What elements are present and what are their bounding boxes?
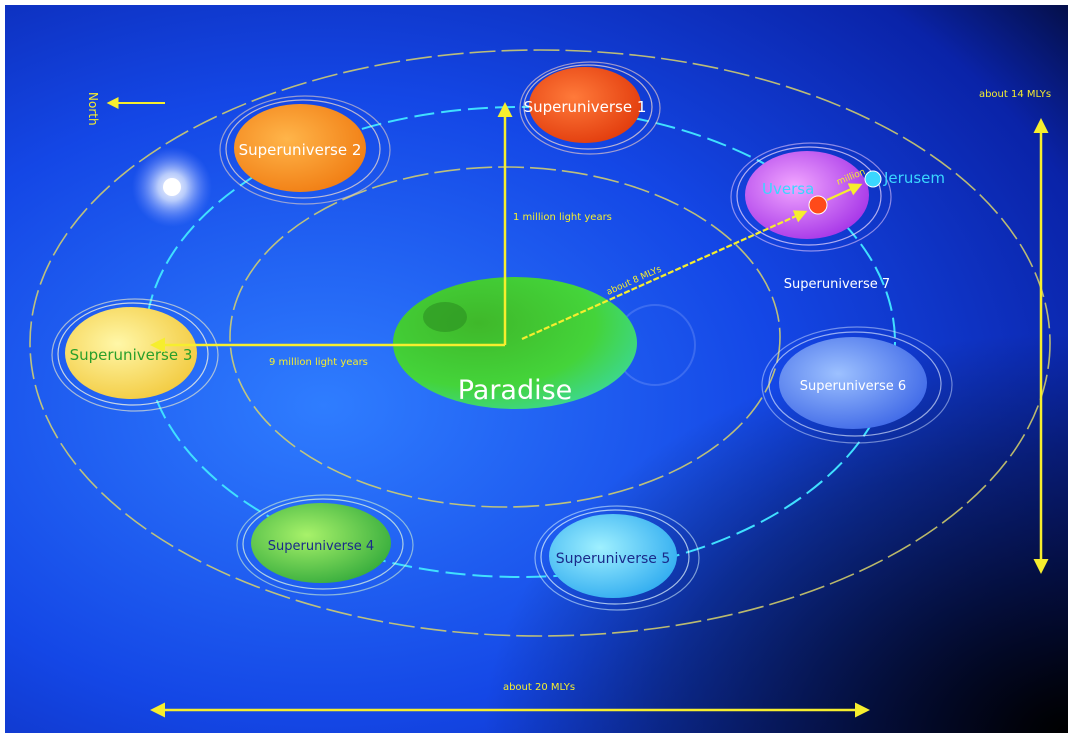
height-dimension-label: about 14 MLYs (979, 89, 1051, 100)
width-dimension-label: about 20 MLYs (503, 682, 575, 693)
superuniverse-7: Superuniverse 7 (730, 142, 892, 292)
uversa-to-jerusem-arrow (826, 183, 863, 202)
superuniverse-5-label: Superuniverse 5 (556, 551, 671, 567)
superuniverse-6-label: Superuniverse 6 (800, 379, 906, 394)
uversa-dot (808, 195, 828, 215)
jerusem-dot (864, 170, 882, 188)
outer-orbit (29, 49, 1051, 637)
sector-3-distance-label: 9 million light years (269, 357, 368, 368)
superuniverse-diagram: Paradise Superuniverse 1 Superuniverse 2… (5, 5, 1068, 733)
superuniverse-3: Superuniverse 3 (51, 298, 219, 412)
superuniverse-4-label: Superuniverse 4 (268, 539, 374, 554)
north-label: North (86, 92, 100, 126)
bright-star-core (163, 178, 181, 196)
superuniverse-1-label: Superuniverse 1 (524, 98, 647, 116)
superuniverse-5: Superuniverse 5 (534, 505, 700, 611)
superuniverse-orbit (144, 106, 896, 578)
diagram-canvas: Paradise Superuniverse 1 Superuniverse 2… (5, 5, 1068, 733)
superuniverse-3-label: Superuniverse 3 (70, 346, 193, 364)
paradise-label: Paradise (458, 375, 573, 406)
arrow-to-uversa (521, 210, 808, 341)
jerusem-label: Jerusem (883, 169, 945, 187)
uversa-label: Uversa (762, 180, 814, 198)
superuniverse-2: Superuniverse 2 (219, 95, 391, 205)
paradise: Paradise (393, 277, 637, 409)
superuniverse-4: Superuniverse 4 (236, 494, 414, 596)
superuniverse-7-label: Superuniverse 7 (784, 277, 890, 292)
north-distance-label: 1 million light years (513, 212, 612, 223)
superuniverse-1: Superuniverse 1 (519, 61, 661, 155)
superuniverse-6: Superuniverse 6 (761, 326, 953, 444)
superuniverse-2-label: Superuniverse 2 (239, 141, 362, 159)
